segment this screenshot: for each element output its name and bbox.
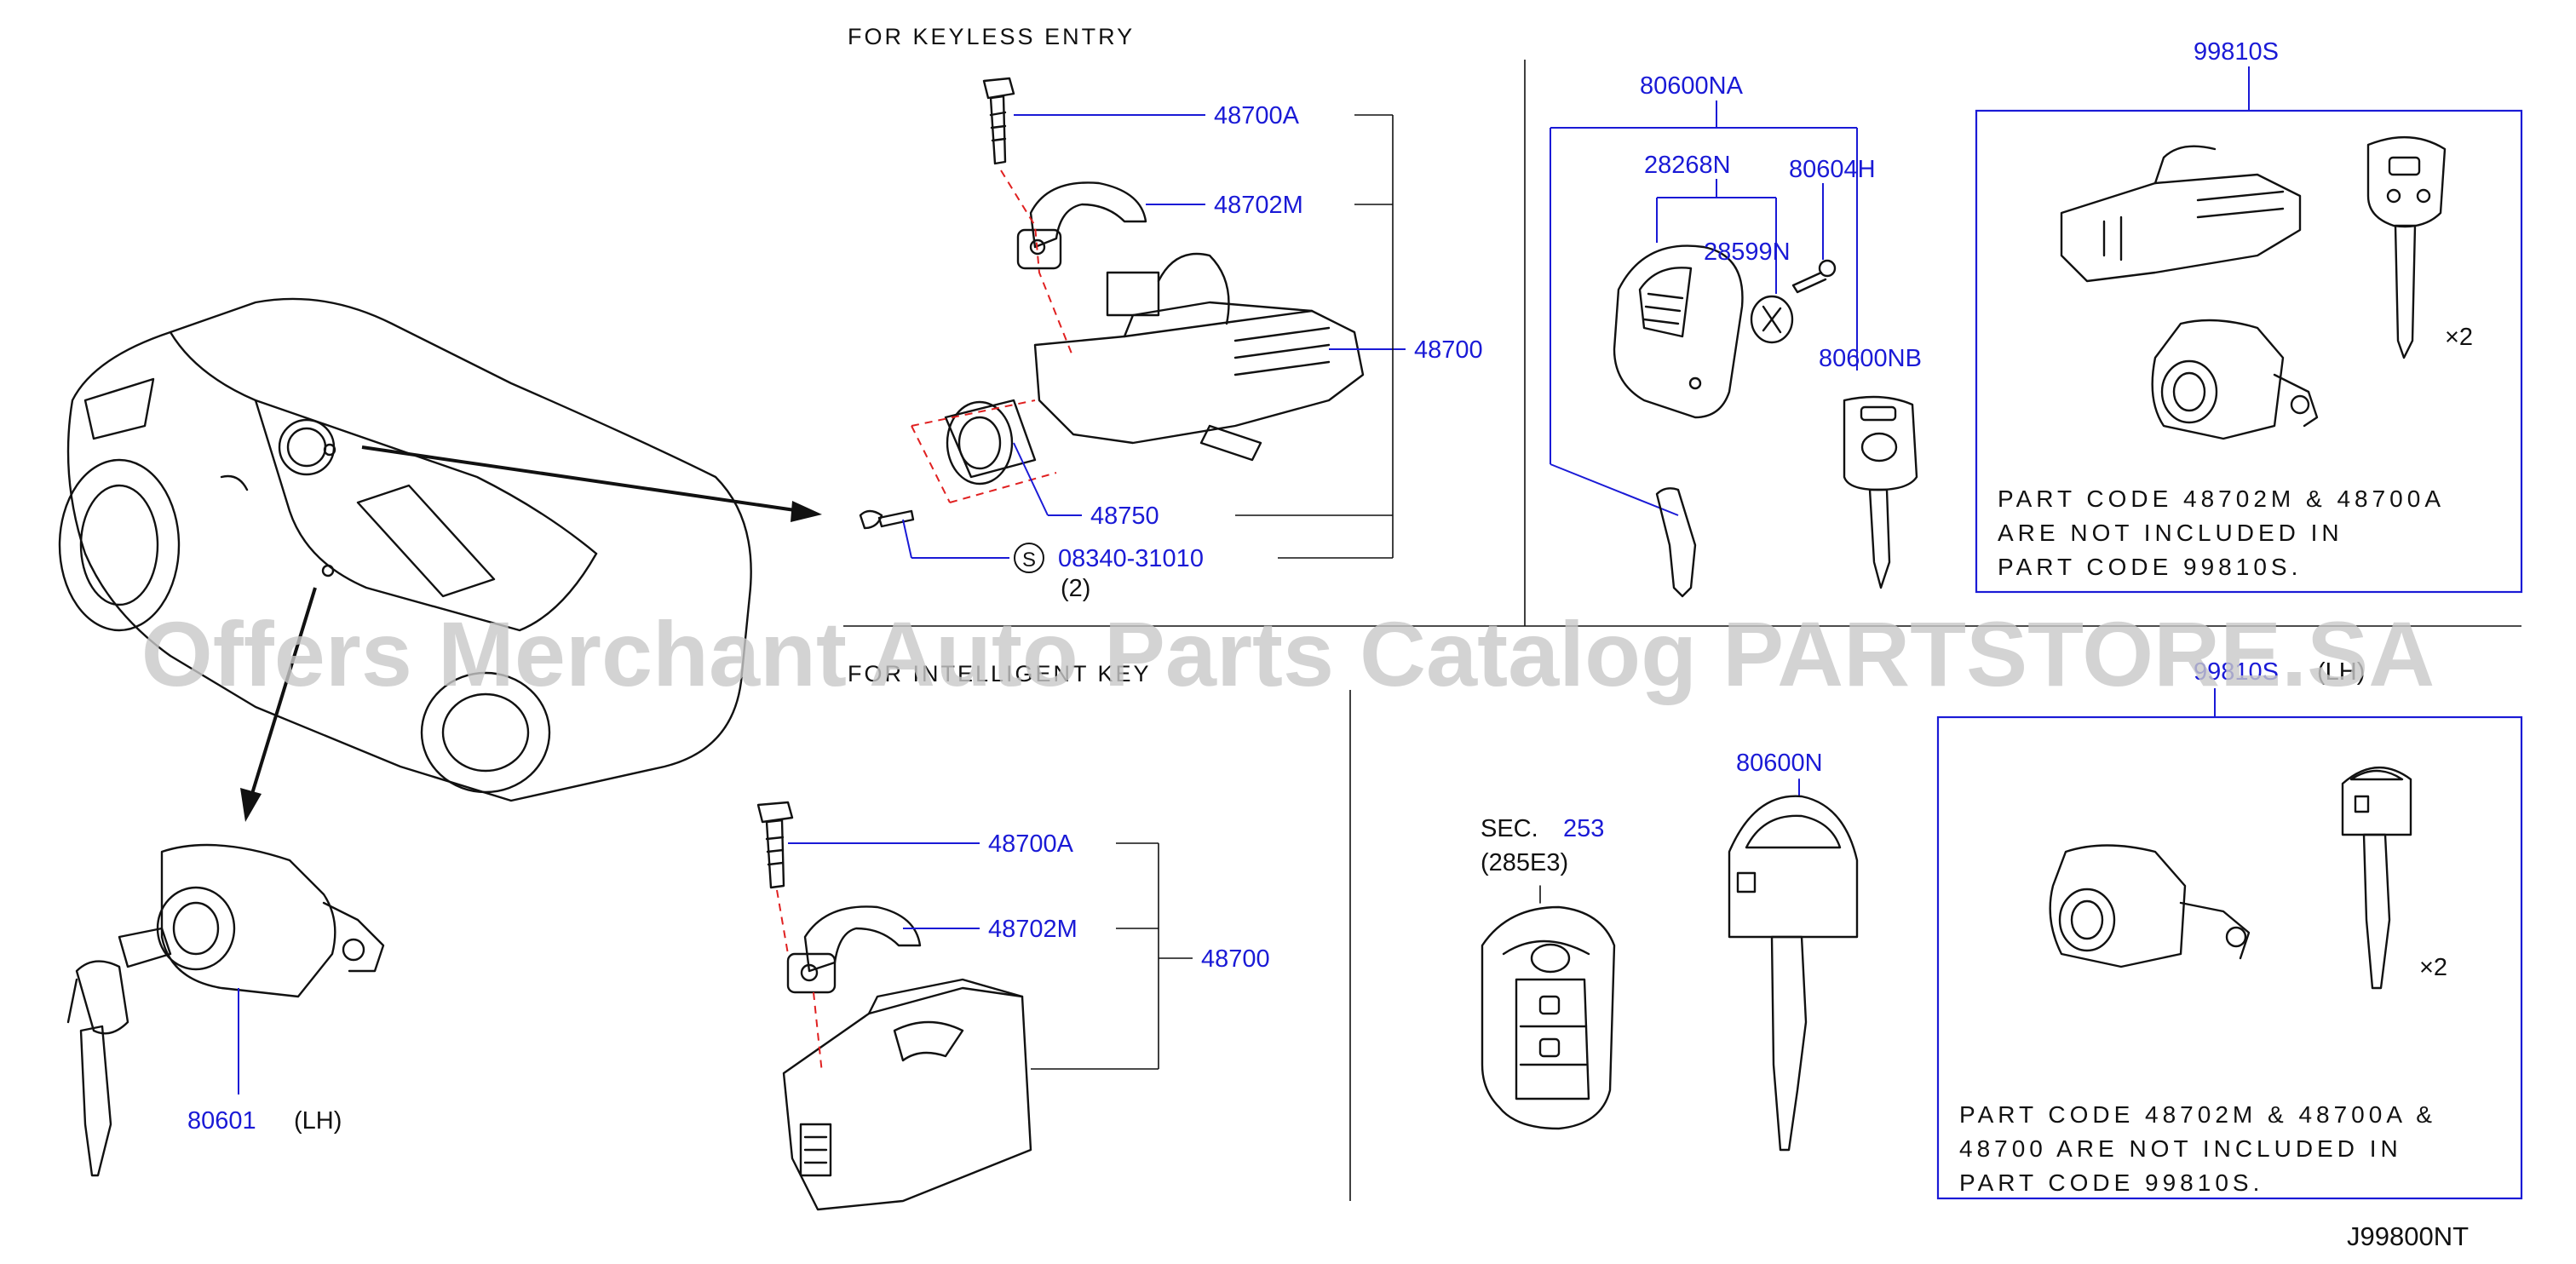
part-number-48702m-bottom[interactable]: 48702M <box>988 916 1078 943</box>
section-reference-sub: (285E3) <box>1481 849 1568 876</box>
part-number-48750[interactable]: 48750 <box>1090 503 1159 530</box>
kit-box-bottom <box>1936 688 2523 1200</box>
intelligent-key-fob-illustration <box>1481 885 1616 1130</box>
kit-bottom-note-line-1: PART CODE 48702M & 48700A & <box>1959 1101 2436 1128</box>
kit-top-key-quantity: ×2 <box>2445 324 2473 351</box>
remote-key-fob-illustration <box>1613 244 1744 419</box>
part-number-28268n[interactable]: 28268N <box>1644 152 1731 179</box>
screw-symbol-circle <box>1014 543 1044 573</box>
screw-quantity: (2) <box>1061 575 1090 602</box>
part-number-48700a-top[interactable]: 48700A <box>1214 102 1300 129</box>
vehicle-illustration <box>58 297 752 802</box>
part-number-80600nb[interactable]: 80600NB <box>1819 345 1922 372</box>
section-title-keyless-entry: FOR KEYLESS ENTRY <box>848 24 1135 49</box>
screw-symbol: S <box>1022 549 1036 572</box>
door-lock-cylinder-illustration <box>66 843 385 1177</box>
callout-arrows <box>240 445 822 822</box>
emergency-key-illustration <box>1728 779 1859 1152</box>
key-blade-illustration <box>1655 487 1697 598</box>
part-number-80600na[interactable]: 80600NA <box>1640 72 1744 100</box>
ignition-switch-keyless-illustration <box>859 77 1365 530</box>
section-reference-number[interactable]: 253 <box>1563 815 1604 842</box>
transponder-key-illustration <box>1843 395 1918 589</box>
assembly-guide-lines-top <box>911 169 1074 503</box>
kit-bottom-side: (LH) <box>2317 658 2365 686</box>
diagram-code: J99800NT <box>2347 1221 2469 1251</box>
leader-lines-top-left <box>902 114 1406 559</box>
kit-top-note-line-3: PART CODE 99810S. <box>1998 554 2302 580</box>
part-number-80604h[interactable]: 80604H <box>1789 156 1876 183</box>
part-number-28599n[interactable]: 28599N <box>1704 238 1791 266</box>
ignition-switch-intelligent-illustration <box>756 801 1032 1211</box>
kit-bottom-note-line-2: 48700 ARE NOT INCLUDED IN <box>1959 1135 2402 1162</box>
small-screw-illustration <box>1791 259 1837 294</box>
part-number-48702m-top[interactable]: 48702M <box>1214 192 1303 219</box>
section-dividers <box>843 60 2521 1201</box>
assembly-guide-lines-bottom <box>776 889 823 1074</box>
kit-box-top <box>1975 66 2523 594</box>
part-number-48700a-bottom[interactable]: 48700A <box>988 830 1074 858</box>
part-number-80600n[interactable]: 80600N <box>1736 750 1823 777</box>
kit-top-note-line-2: ARE NOT INCLUDED IN <box>1998 520 2343 546</box>
battery-illustration <box>1750 295 1794 344</box>
kit-bottom-illustration <box>2049 767 2412 990</box>
part-number-48700-top[interactable]: 48700 <box>1414 336 1483 364</box>
part-number-48700-bottom[interactable]: 48700 <box>1201 945 1270 973</box>
kit-bottom-key-quantity: ×2 <box>2419 954 2447 981</box>
kit-top-note-line-1: PART CODE 48702M & 48700A <box>1998 485 2445 512</box>
watermark: Offers Merchant Auto Parts Catalog PARTS… <box>141 602 2435 705</box>
leader-lines-key-set <box>1550 101 1858 516</box>
section-reference-label: SEC. <box>1481 815 1538 842</box>
section-title-intelligent-key: FOR INTELLIGENT KEY <box>848 661 1152 687</box>
part-number-99810s-bottom[interactable]: 99810S <box>2194 658 2279 686</box>
kit-top-illustration <box>2060 136 2447 440</box>
part-number-80601[interactable]: 80601 <box>187 1107 256 1135</box>
door-cylinder-side: (LH) <box>294 1107 342 1135</box>
part-number-08340-31010[interactable]: 08340-31010 <box>1058 545 1204 572</box>
leader-lines-bottom-left <box>238 842 1193 1095</box>
part-number-99810s-top[interactable]: 99810S <box>2194 38 2279 66</box>
kit-bottom-note-line-3: PART CODE 99810S. <box>1959 1169 2263 1196</box>
